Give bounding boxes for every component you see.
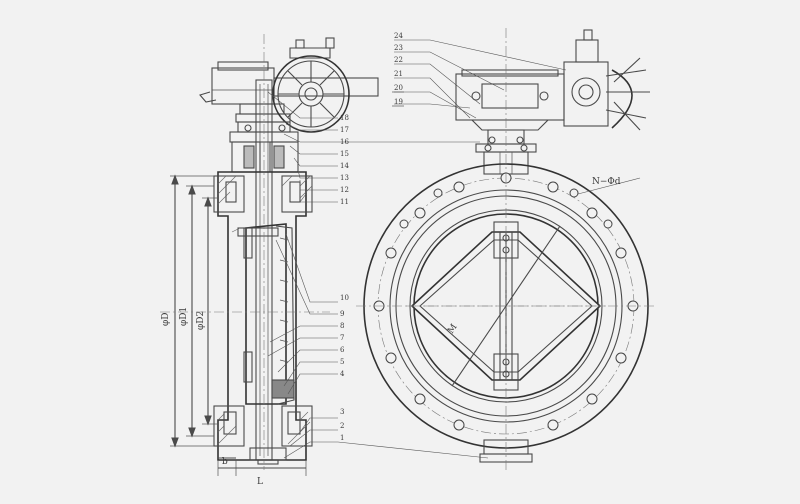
dim-phi-d: φD bbox=[161, 312, 171, 326]
handwheel bbox=[272, 55, 350, 133]
part-number-23: 23 bbox=[394, 44, 403, 52]
valve-body bbox=[213, 171, 313, 465]
part-number-17: 17 bbox=[340, 126, 349, 134]
dim-n-phi-d: N−Φd bbox=[592, 177, 621, 187]
part-number-2: 2 bbox=[340, 422, 344, 430]
part-number-22: 22 bbox=[394, 56, 403, 64]
dim-b: b bbox=[222, 457, 228, 467]
part-number-1: 1 bbox=[340, 434, 344, 442]
dim-phi-d1: φD1 bbox=[179, 307, 189, 326]
bonnet bbox=[229, 121, 299, 173]
part-number-8: 8 bbox=[340, 322, 344, 330]
dimensions: φD φD1 φD2 b L bbox=[161, 174, 307, 487]
part-number-18: 18 bbox=[340, 114, 349, 122]
part-number-24: 24 bbox=[394, 32, 403, 40]
part-number-19: 19 bbox=[394, 98, 403, 106]
dim-phi-d2: φD2 bbox=[196, 311, 206, 330]
part-number-11: 11 bbox=[340, 198, 349, 206]
front-view: M N−Φd bbox=[356, 28, 656, 470]
part-number-7: 7 bbox=[340, 334, 344, 342]
part-number-12: 12 bbox=[340, 186, 349, 194]
part-number-21: 21 bbox=[394, 70, 403, 78]
part-number-6: 6 bbox=[340, 346, 345, 354]
part-number-4: 4 bbox=[340, 370, 345, 378]
part-number-14: 14 bbox=[340, 162, 349, 170]
part-number-13: 13 bbox=[340, 174, 349, 182]
part-callouts: 18 17 16 15 14 13 12 11 10 9 8 7 6 5 4 3… bbox=[267, 32, 567, 459]
part-number-3: 3 bbox=[340, 408, 344, 416]
part-number-9: 9 bbox=[340, 310, 344, 318]
bolt-holes bbox=[373, 172, 639, 431]
part-number-10: 10 bbox=[340, 294, 349, 302]
part-number-5: 5 bbox=[340, 358, 344, 366]
part-number-16: 16 bbox=[340, 138, 349, 146]
dim-l: L bbox=[257, 477, 263, 487]
section-view: φD φD1 φD2 b L bbox=[160, 34, 379, 487]
part-number-20: 20 bbox=[394, 84, 403, 92]
part-number-15: 15 bbox=[340, 150, 349, 158]
actuator bbox=[455, 29, 650, 131]
